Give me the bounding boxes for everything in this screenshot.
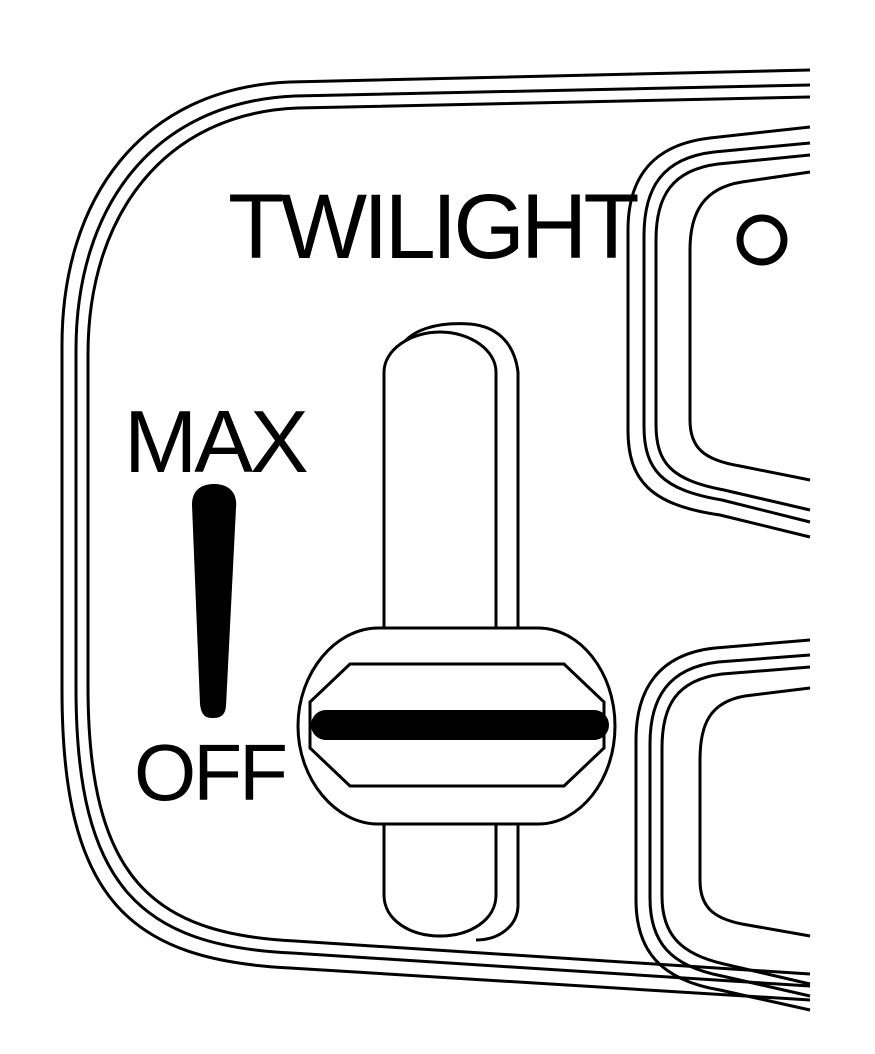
max-label: MAX (124, 392, 307, 491)
bezel-outline-middle (74, 83, 811, 988)
indicator-dot-icon (736, 214, 788, 266)
twilight-label: TWILIGHT (228, 176, 638, 278)
level-wedge-icon (192, 484, 237, 718)
bezel (60, 68, 811, 1002)
off-label: OFF (134, 728, 285, 817)
slider-knob[interactable] (296, 626, 617, 826)
bezel-outline-outer (60, 68, 811, 1002)
slider-track-back-edge (396, 322, 520, 942)
slider-knob-face (308, 662, 606, 788)
upper-pocket (626, 125, 811, 539)
bezel-outline-inner (86, 95, 811, 976)
lower-pocket (634, 638, 811, 1012)
